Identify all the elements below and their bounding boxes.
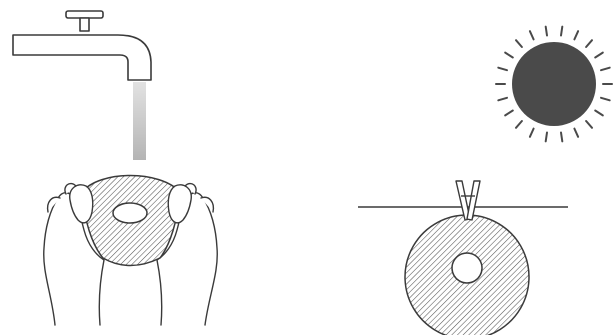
sun-ray xyxy=(595,53,603,58)
water-stream-icon xyxy=(133,82,146,160)
sun-ray xyxy=(574,31,578,39)
sun-ray xyxy=(574,129,578,137)
sun-ray xyxy=(586,40,592,47)
clothespin-icon xyxy=(456,181,480,220)
sun-icon xyxy=(496,27,612,142)
sun-ray xyxy=(586,121,592,128)
faucet-icon xyxy=(13,11,151,80)
sun-ray xyxy=(546,27,547,36)
sun-ray xyxy=(546,133,547,142)
hatched-ring-pad-icon xyxy=(405,215,529,335)
sun-ray xyxy=(561,27,562,36)
sun-ray xyxy=(516,40,522,47)
sun-ray xyxy=(516,121,522,128)
sun-ray xyxy=(498,68,507,71)
sun-ray xyxy=(530,129,534,137)
sun-ray xyxy=(601,98,610,101)
sun-ray xyxy=(561,133,562,142)
sun-ray xyxy=(595,111,603,116)
sun-ray xyxy=(601,68,610,71)
sun-ray xyxy=(505,111,513,116)
sun-ray xyxy=(505,53,513,58)
sun-ray xyxy=(530,31,534,39)
wash-under-tap-panel xyxy=(13,11,217,325)
sun-ray xyxy=(498,98,507,101)
dry-in-sun-panel xyxy=(358,27,612,335)
